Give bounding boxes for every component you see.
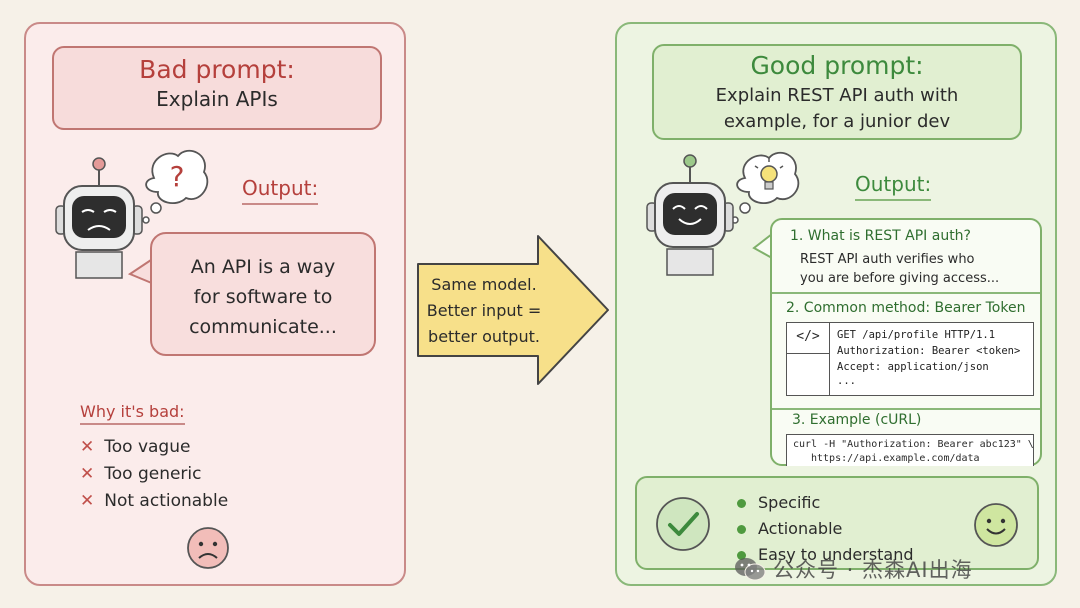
- section-3-title: 3. Example (cURL): [792, 412, 922, 428]
- robot-sad-icon: [55, 157, 143, 279]
- question-mark: ?: [170, 160, 185, 193]
- good-output-bubble: 1. What is REST API auth? REST API auth …: [770, 218, 1042, 466]
- bad-output-label: Output:: [242, 176, 319, 205]
- bullet-dot: [737, 551, 746, 560]
- good-prompt-title-box: Good prompt: Explain REST API auth with …: [652, 44, 1022, 140]
- smile-face-icon: [974, 503, 1018, 547]
- bad-bubble-tail: [128, 257, 155, 285]
- lightbulb-thought-icon: [731, 152, 800, 224]
- code-line: GET /api/profile HTTP/1.1: [837, 329, 996, 341]
- section-1-title: 1. What is REST API auth?: [790, 228, 971, 244]
- curl-line-1: curl -H "Authorization: Bearer abc123" \: [793, 439, 1034, 450]
- why-bad-item: ✕Too generic: [80, 464, 202, 484]
- good-bubble-tail: [752, 233, 773, 259]
- bullet-dot: [737, 525, 746, 534]
- bad-output-line-3: communicate...: [189, 316, 337, 338]
- good-prompt-line-1: Explain REST API auth with: [715, 85, 959, 106]
- code-block: </> GET /api/profile HTTP/1.1 Authorizat…: [786, 322, 1034, 396]
- why-bad-item: ✕Too vague: [80, 437, 191, 457]
- cross-icon: ✕: [80, 491, 95, 511]
- benefit-item: Easy to understand: [737, 542, 914, 568]
- code-icon: </>: [787, 323, 830, 354]
- section-1-line-1: REST API auth verifies who: [800, 252, 975, 267]
- why-bad-list: ✕Too vague ✕Too generic ✕Not actionable: [80, 434, 228, 515]
- section-2-title: 2. Common method: Bearer Token: [786, 300, 1026, 316]
- section-divider: [772, 408, 1040, 410]
- benefit-item: Specific: [737, 490, 914, 516]
- sad-face-icon: [187, 527, 229, 569]
- why-bad-item: ✕Not actionable: [80, 491, 229, 511]
- bad-output-line-1: An API is a way: [190, 256, 336, 278]
- bad-prompt-title-box: Bad prompt: Explain APIs: [52, 46, 382, 130]
- check-circle-icon: [656, 497, 710, 551]
- good-prompt-line-2: example, for a junior dev: [723, 111, 951, 132]
- robot-happy-icon: [646, 154, 734, 276]
- arrow-caption-line-1: Same model.: [431, 275, 537, 294]
- section-divider: [772, 292, 1040, 294]
- benefits-box: Specific Actionable Easy to understand: [635, 476, 1039, 570]
- bad-output-line-2: for software to: [193, 286, 333, 308]
- arrow-caption-line-3: better output.: [428, 327, 540, 346]
- good-prompt-panel: Good prompt: Explain REST API auth with …: [615, 22, 1057, 586]
- bad-output-bubble: An API is a way for software to communic…: [150, 232, 376, 356]
- bad-prompt-text: Explain APIs: [156, 87, 278, 111]
- wechat-icon: [735, 558, 766, 581]
- good-prompt-heading: Good prompt:: [750, 51, 924, 80]
- curl-example-block: curl -H "Authorization: Bearer abc123" \…: [786, 434, 1034, 466]
- question-thought-icon: ?: [142, 150, 209, 224]
- why-bad-heading: Why it's bad:: [80, 402, 185, 425]
- cross-icon: ✕: [80, 464, 95, 484]
- bad-prompt-heading: Bad prompt:: [139, 55, 295, 84]
- section-1-body: REST API auth verifies who you are befor…: [800, 250, 1030, 288]
- good-output-label: Output:: [855, 172, 932, 201]
- right-arrow-icon: [417, 235, 609, 385]
- benefit-item: Actionable: [737, 516, 914, 542]
- arrow-caption-line-2: Better input =: [426, 301, 542, 320]
- code-line: Accept: application/json: [837, 361, 989, 373]
- benefit-list: Specific Actionable Easy to understand: [737, 490, 914, 568]
- arrow-caption: Same model. Better input = better output…: [424, 272, 544, 350]
- bad-prompt-panel: Bad prompt: Explain APIs ? Output: An AP…: [24, 22, 406, 586]
- code-line: ...: [837, 375, 856, 387]
- watermark: 公众号 · 杰森AI出海: [733, 554, 973, 584]
- code-line: Authorization: Bearer <token>: [837, 345, 1021, 357]
- bullet-dot: [737, 499, 746, 508]
- curl-line-2: https://api.example.com/data: [811, 453, 980, 464]
- cross-icon: ✕: [80, 437, 95, 457]
- section-1-line-2: you are before giving access...: [800, 271, 1000, 286]
- watermark-text: 公众号 · 杰森AI出海: [773, 558, 973, 582]
